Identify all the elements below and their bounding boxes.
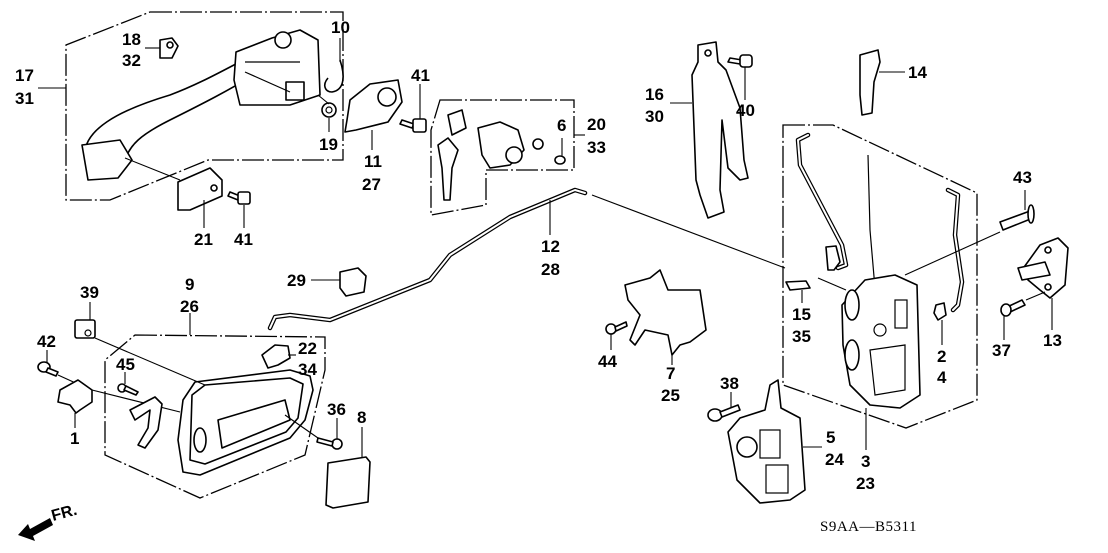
front-direction-label: FR.: [50, 502, 79, 525]
handle-rod-clip: [323, 59, 344, 93]
bolt-40: [727, 54, 753, 68]
callout-27: 27: [362, 175, 381, 194]
callout-43: 43: [1013, 168, 1032, 187]
callout-6: 6: [557, 116, 566, 135]
inside-handle-cover: [325, 456, 371, 509]
lock-rods: [795, 132, 965, 313]
screw-37: [1000, 299, 1026, 317]
callout-25: 25: [661, 386, 680, 405]
leader-rod-lock: [591, 194, 786, 269]
callout-41-upper: 41: [411, 66, 430, 85]
callout-5: 5: [826, 428, 835, 447]
group-outline-cylinder: [430, 99, 575, 216]
callout-2: 2: [937, 347, 946, 366]
rod-clip: [785, 280, 811, 291]
callout-21: 21: [194, 230, 213, 249]
bolt-41-lower: [227, 191, 251, 205]
inside-handle-linkage: [129, 396, 163, 449]
leader-43b: [904, 231, 1001, 276]
clip-nut: [74, 319, 96, 339]
callout-38: 38: [720, 374, 739, 393]
callout-23: 23: [856, 474, 875, 493]
callout-36: 36: [327, 400, 346, 419]
front-arrow-icon: [18, 518, 53, 541]
callout-18: 18: [122, 30, 141, 49]
callout-34: 34: [298, 360, 317, 379]
inside-handle-assembly: [177, 369, 314, 476]
leader-37b: [1025, 291, 1046, 301]
callout-40: 40: [736, 101, 755, 120]
callout-13: 13: [1043, 331, 1062, 350]
callout-22: 22: [298, 339, 317, 358]
group-outline-outer-handle: [65, 11, 344, 201]
callout-45: 45: [116, 355, 135, 374]
callout-31: 31: [15, 89, 34, 108]
door-cylinder-set: [437, 109, 544, 201]
handle-protector: [177, 167, 223, 211]
handle-spring-clip: [159, 37, 179, 59]
callout-29: 29: [287, 271, 306, 290]
callout-39: 39: [80, 283, 99, 302]
rod-holder-clip: [339, 267, 367, 297]
rod-holder: [933, 302, 947, 321]
cylinder-screw: [554, 155, 566, 165]
rod-end-clip: [261, 344, 291, 369]
door-lock-actuator-assembly: [841, 274, 921, 409]
callout-3: 3: [861, 452, 870, 471]
callout-9: 9: [185, 275, 194, 294]
diagram-code: S9AA—B5311: [820, 519, 917, 535]
callout-8: 8: [357, 408, 366, 427]
handle-base-cover: [344, 79, 403, 133]
callout-24: 24: [825, 450, 844, 469]
callout-32: 32: [122, 51, 141, 70]
callout-17: 17: [15, 66, 34, 85]
screw-43: [999, 204, 1035, 231]
callout-28: 28: [541, 260, 560, 279]
callout-44: 44: [598, 352, 617, 371]
callout-30: 30: [645, 107, 664, 126]
callout-10: 10: [331, 18, 350, 37]
bolt-38: [707, 404, 741, 422]
callout-33: 33: [587, 138, 606, 157]
leader-36b: [284, 414, 319, 439]
inside-handle-bracket: [57, 379, 93, 414]
handle-grommet: [321, 102, 337, 118]
callout-19: 19: [319, 135, 338, 154]
callout-12: 12: [541, 237, 560, 256]
group-outline-lock: [782, 124, 978, 429]
callout-11: 11: [364, 152, 382, 171]
callout-37: 37: [992, 341, 1011, 360]
latch-rod: [267, 187, 588, 331]
sash-bracket: [691, 41, 749, 219]
callout-14: 14: [908, 63, 927, 82]
group-outline-inside-handle: [104, 334, 326, 499]
callout-41-lower: 41: [234, 230, 253, 249]
leader-39b: [94, 337, 206, 386]
callout-42: 42: [37, 332, 56, 351]
screw-45: [117, 383, 139, 396]
callout-35: 35: [792, 327, 811, 346]
screw-36: [316, 437, 343, 450]
screw-44: [605, 321, 628, 335]
leader-19b: [317, 94, 330, 105]
latch-protector: [624, 269, 707, 356]
callout-20: 20: [587, 115, 606, 134]
bolt-41-upper: [399, 118, 427, 133]
door-striker: [1017, 237, 1069, 299]
leader-crank: [817, 277, 847, 291]
callout-1: 1: [70, 429, 79, 448]
leader-21b: [124, 157, 181, 181]
callout-16: 16: [645, 85, 664, 104]
outer-door-handle: [81, 29, 321, 181]
callout-4: 4: [937, 368, 947, 387]
lock-cover: [727, 379, 806, 504]
callout-15: 15: [792, 305, 811, 324]
bolt-42: [37, 361, 59, 377]
leader-1b: [91, 389, 181, 413]
bell-crank-part: [825, 245, 841, 271]
callout-7: 7: [666, 364, 675, 383]
callout-26: 26: [180, 297, 199, 316]
door-stopper: [859, 49, 881, 116]
